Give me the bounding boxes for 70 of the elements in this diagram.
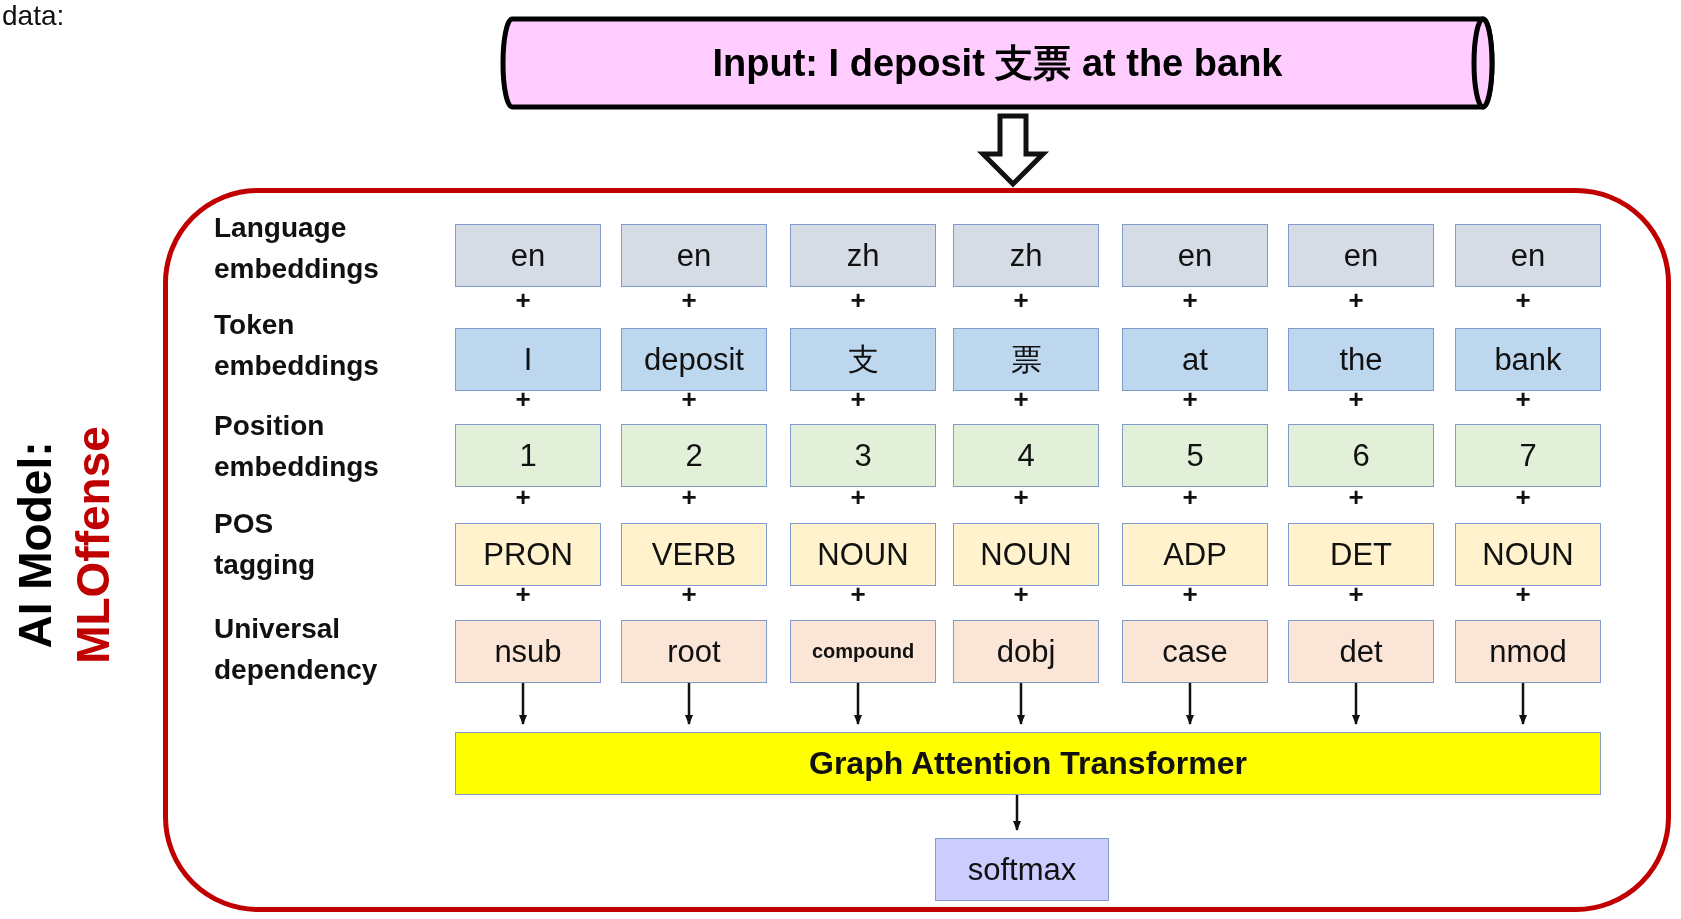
pos-tag-box: ADP [1122,523,1268,586]
plus-sign: + [1347,484,1365,510]
row-label: Token embeddings [214,308,380,383]
token-box: 票 [953,328,1099,391]
language-box: zh [953,224,1099,287]
note-text: data: [2,0,65,32]
dependency-box: det [1288,620,1434,683]
position-box: 6 [1288,424,1434,487]
position-box: 3 [790,424,936,487]
arrow [1352,682,1360,725]
transformer-bar: Graph Attention Transformer [455,732,1601,795]
arrow [1017,682,1025,725]
arrow [1519,682,1527,725]
plus-sign: + [1012,287,1030,313]
arrow [519,682,527,725]
dependency-box: nmod [1455,620,1601,683]
position-box: 1 [455,424,601,487]
plus-sign: + [1181,287,1199,313]
dependency-box: case [1122,620,1268,683]
position-box: 2 [621,424,767,487]
pos-tag-box: VERB [621,523,767,586]
plus-sign: + [1012,484,1030,510]
dependency-box: nsub [455,620,601,683]
token-box: the [1288,328,1434,391]
token-box: I [455,328,601,391]
row-label: Position embeddings [214,409,380,484]
plus-sign: + [849,287,867,313]
dependency-box: root [621,620,767,683]
plus-sign: + [1514,484,1532,510]
arrow [1186,682,1194,725]
dependency-box: dobj [953,620,1099,683]
dependency-box: compound [790,620,936,683]
model-title: MLOffense [66,426,119,664]
token-box: deposit [621,328,767,391]
token-box: at [1122,328,1268,391]
plus-sign: + [849,484,867,510]
position-box: 4 [953,424,1099,487]
language-box: en [621,224,767,287]
language-box: en [1455,224,1601,287]
token-box: 支 [790,328,936,391]
language-box: zh [790,224,936,287]
position-box: 7 [1455,424,1601,487]
pos-tag-box: DET [1288,523,1434,586]
language-box: en [455,224,601,287]
row-label: Universal dependency [214,612,379,687]
plus-sign: + [1514,287,1532,313]
row-label: POS tagging [214,507,317,582]
model-frame [163,188,1671,912]
position-box: 5 [1122,424,1268,487]
arrow [1013,794,1021,831]
token-box: bank [1455,328,1601,391]
arrow [685,682,693,725]
pos-tag-box: NOUN [953,523,1099,586]
input-cylinder: Input: I deposit 支票 at the bank [500,16,1495,110]
pos-tag-box: PRON [455,523,601,586]
plus-sign: + [514,287,532,313]
plus-sign: + [514,484,532,510]
model-title: AI Model: [9,441,61,649]
plus-sign: + [1181,484,1199,510]
pos-tag-box: NOUN [1455,523,1601,586]
pos-tag-box: NOUN [790,523,936,586]
language-box: en [1122,224,1268,287]
language-box: en [1288,224,1434,287]
plus-sign: + [680,287,698,313]
arrow [854,682,862,725]
block-arrow [976,113,1050,188]
plus-sign: + [1347,287,1365,313]
row-label: Language embeddings [214,211,380,286]
plus-sign: + [680,484,698,510]
softmax-box: softmax [935,838,1109,901]
